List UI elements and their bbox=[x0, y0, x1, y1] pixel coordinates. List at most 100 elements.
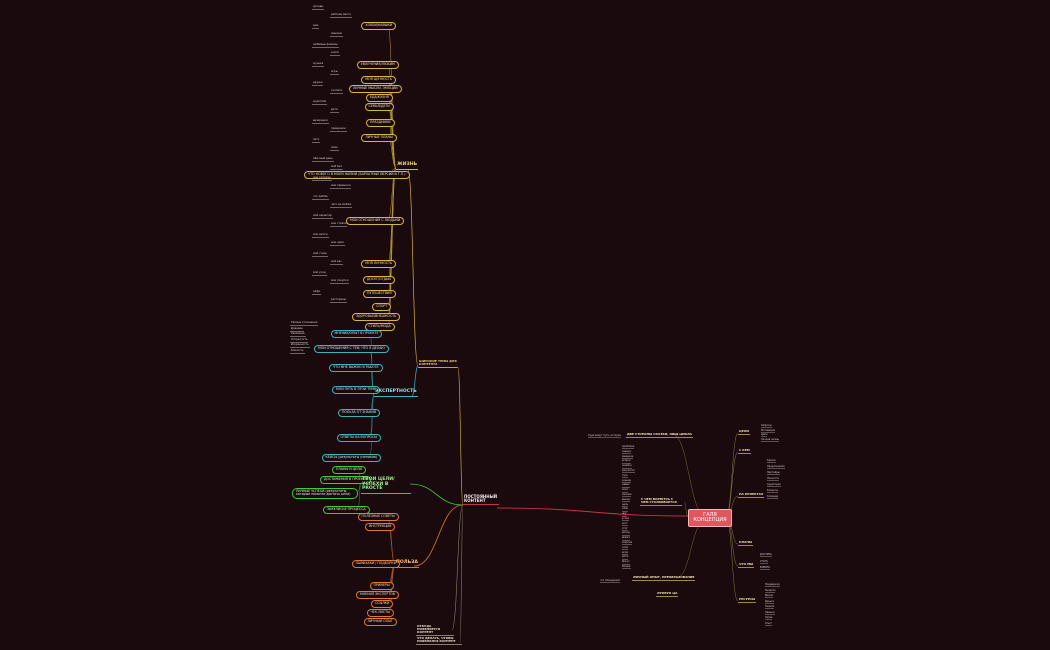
right-c-5[interactable]: Навыки bbox=[765, 610, 775, 615]
goal-topic-0[interactable]: ПЛАНЫ И ЦЕЛИ bbox=[332, 466, 366, 474]
right-c-0[interactable]: Поддержка bbox=[765, 583, 780, 588]
right-left-11[interactable]: вывод bbox=[622, 497, 630, 503]
expert-detail-0[interactable]: Тёплые отношения bbox=[290, 321, 319, 327]
benefit-topic-5[interactable]: ССЫЛКИ bbox=[371, 600, 394, 608]
right-c-4[interactable]: Знания bbox=[765, 605, 775, 610]
expert-topic-4[interactable]: ПОЛЬЗА ОТ ЗНАНИЙ bbox=[338, 409, 380, 417]
right-left-14[interactable]: шаг bbox=[622, 512, 627, 517]
life-topic-10[interactable]: МОЯ ЛИЧНОСТЬ bbox=[361, 260, 397, 268]
right-left-7[interactable]: знание bbox=[622, 478, 631, 483]
benefit-topic-1[interactable]: ИНСТРУКЦИИ bbox=[365, 523, 396, 531]
right-mid-label[interactable]: С ЧЕМ БОРЮТСЬ С ЧЕМ СТАЛКИВАЕТСЯ bbox=[640, 498, 682, 506]
life-topic-7[interactable]: ЛИЧНЫЕ ПЛАНЫ bbox=[361, 134, 397, 142]
branch-life[interactable]: ЖИЗНЬ bbox=[396, 162, 419, 170]
life-topic-3[interactable]: ЛИЧНЫЕ МЫСЛИ, ЭМОЦИИ bbox=[349, 85, 402, 93]
right-left-3[interactable]: вопрос bbox=[622, 459, 631, 464]
expert-topic-6[interactable]: КЕЙСЫ (результаты учеников) bbox=[321, 454, 382, 462]
right-d-2[interactable]: ВЛИЯТЬ bbox=[760, 566, 770, 571]
right-top-left[interactable]: Куда ведут пути, истории bbox=[588, 434, 621, 439]
right-b-6[interactable]: Команда bbox=[767, 495, 779, 500]
right-node-2[interactable]: НА ПРОЕКТАХ bbox=[738, 492, 765, 498]
life-detail-27[interactable]: мой вес bbox=[330, 260, 343, 266]
right-node-0[interactable]: ЦЕЛИ bbox=[738, 429, 750, 435]
right-left-4[interactable]: ошибка bbox=[622, 464, 632, 469]
goal-topic-3[interactable]: ЗАКУЛИСЬЕ ПРОЦЕССА bbox=[323, 506, 370, 514]
life-detail-25[interactable]: мои цели bbox=[330, 241, 345, 247]
goal-topic-1[interactable]: ДОСТИЖЕНИЯ В ПРОЕКТЕ bbox=[320, 476, 372, 484]
right-left-1[interactable]: задача bbox=[622, 449, 631, 455]
right-bottom-label[interactable]: ЛИЧНЫЙ ОПЫТ, ПРЕОБРАЗОВАНИЕ bbox=[632, 575, 696, 581]
life-detail-20[interactable]: что люблю bbox=[312, 195, 329, 201]
central-node[interactable]: ГАЛЯ КОНЦЕПЦИЯ bbox=[688, 509, 732, 527]
right-left-19[interactable]: время bbox=[622, 536, 630, 541]
life-topic-8[interactable]: ЧТО НОВОГО В МОЕЙ ЖИЗНИ (БАРХАТНЫЕ ВЕРСИ… bbox=[304, 171, 410, 179]
expert-topic-5[interactable]: ОТВЕТЫ НА ВОПРОСЫ bbox=[336, 434, 382, 442]
life-detail-31[interactable]: рестораны bbox=[330, 298, 347, 304]
right-c-6[interactable]: Связи bbox=[765, 616, 773, 621]
right-left-9[interactable]: опыт bbox=[622, 488, 629, 493]
right-b-1[interactable]: Предложения bbox=[767, 465, 785, 470]
right-left-8[interactable]: навык bbox=[622, 483, 630, 488]
right-a-0[interactable]: Запросы bbox=[761, 424, 772, 429]
life-detail-18[interactable]: мои ритуалы bbox=[312, 176, 332, 182]
life-detail-13[interactable]: праздники bbox=[330, 127, 347, 133]
expert-detail-2[interactable]: Уважение bbox=[290, 332, 306, 338]
life-topic-13[interactable]: СПОРТ bbox=[372, 303, 392, 311]
right-b-0[interactable]: Кризис bbox=[767, 459, 776, 464]
right-a-2[interactable]: Цели bbox=[761, 433, 768, 438]
life-detail-9[interactable]: коллеги bbox=[330, 89, 344, 95]
life-detail-7[interactable]: игры bbox=[330, 70, 339, 76]
branch-goals[interactable]: ТВОИ ЦЕЛИ/УСПЕХИ В PROCTE bbox=[361, 477, 411, 494]
branch-benefit[interactable]: ПОЛЬЗА bbox=[395, 560, 419, 568]
right-b-4[interactable]: Аудитория bbox=[767, 483, 781, 488]
benefit-topic-3[interactable]: ПРИМЕРЫ bbox=[369, 582, 394, 590]
life-detail-19[interactable]: мои привычки bbox=[330, 184, 352, 190]
right-left-18[interactable]: доход bbox=[622, 531, 630, 536]
life-detail-2[interactable]: дом bbox=[312, 24, 320, 30]
life-topic-2[interactable]: МОЯ ЦЕННОСТЬ bbox=[361, 76, 397, 84]
right-node-1[interactable]: С КЕМ bbox=[738, 448, 751, 454]
benefit-topic-7[interactable]: ЛИЧНЫЙ ОПЫТ bbox=[363, 618, 397, 626]
right-left-23[interactable]: ритм bbox=[622, 555, 629, 560]
right-c-2[interactable]: Время bbox=[765, 594, 773, 599]
right-left-21[interactable]: сила bbox=[622, 545, 628, 551]
life-detail-26[interactable]: мой стиль bbox=[312, 252, 328, 258]
benefit-topic-2[interactable]: ЛАЙФХАКИ / ПОДБОРКИ bbox=[351, 560, 400, 568]
right-b-2[interactable]: Партнёры bbox=[767, 471, 780, 476]
right-bottom-small[interactable]: что объединяет bbox=[600, 579, 621, 584]
life-topic-12[interactable]: ПУТЕШЕСТВИЯ bbox=[362, 290, 396, 298]
right-left-17[interactable]: итог bbox=[622, 526, 628, 531]
right-d-1[interactable]: СТАТЬ bbox=[760, 559, 768, 564]
life-topic-1[interactable]: УВЛЕЧЕНИЯ/ЛЮБИМ bbox=[356, 61, 399, 69]
life-detail-14[interactable]: лето bbox=[312, 138, 321, 144]
right-left-20[interactable]: энергия bbox=[622, 541, 633, 546]
branch-whence-content[interactable]: ОТКУДА ПОЯВЛЯЕТСЯ КОНТЕНТ bbox=[416, 625, 454, 636]
life-detail-12[interactable]: вечеринки bbox=[312, 119, 329, 125]
right-left-25[interactable]: баланс bbox=[622, 565, 631, 570]
right-d-0[interactable]: ДОСТИЧЬ bbox=[760, 553, 772, 558]
right-left-6[interactable]: путь bbox=[622, 473, 628, 479]
life-detail-8[interactable]: друзья bbox=[312, 81, 324, 87]
life-detail-22[interactable]: мой характер bbox=[312, 214, 333, 220]
right-b-5[interactable]: Клиенты bbox=[767, 489, 779, 494]
right-a-1[interactable]: Мотивация bbox=[761, 428, 775, 433]
life-detail-15[interactable]: зима bbox=[330, 146, 339, 152]
right-b-3[interactable]: Личности bbox=[767, 477, 780, 482]
right-a-3[interactable]: Личная жизнь bbox=[761, 437, 779, 442]
right-node-4[interactable]: ЧТО МЫ bbox=[738, 562, 755, 568]
right-left-10[interactable]: мнение bbox=[622, 493, 632, 498]
life-topic-11[interactable]: ДОСУГ/ОТДЫХ bbox=[362, 276, 396, 284]
right-left-5[interactable]: результат bbox=[622, 469, 635, 474]
life-detail-23[interactable]: мои страхи bbox=[330, 222, 348, 228]
right-c-7[interactable]: Опыт bbox=[765, 621, 772, 626]
life-detail-16[interactable]: обычный день bbox=[312, 157, 334, 163]
life-detail-24[interactable]: мои мечты bbox=[312, 233, 329, 239]
branch-todo-content[interactable]: ЧТО ДЕЛАТЬ, ЧТОБЫ ПОЯВЛЯЛСЯ КОНТЕНТ bbox=[416, 637, 462, 645]
life-detail-0[interactable]: доходы bbox=[312, 5, 325, 11]
right-node-3[interactable]: ПЛАНЫ bbox=[738, 540, 753, 546]
right-left-16[interactable]: рост bbox=[622, 521, 628, 527]
life-detail-4[interactable]: любимые фильмы bbox=[312, 43, 339, 49]
right-left-0[interactable]: проблема bbox=[622, 445, 635, 450]
expert-topic-3[interactable]: МОЙ ПУТЬ В ЭТОЙ ТЕМЕ bbox=[332, 386, 381, 394]
life-detail-28[interactable]: мой уход bbox=[312, 271, 327, 277]
